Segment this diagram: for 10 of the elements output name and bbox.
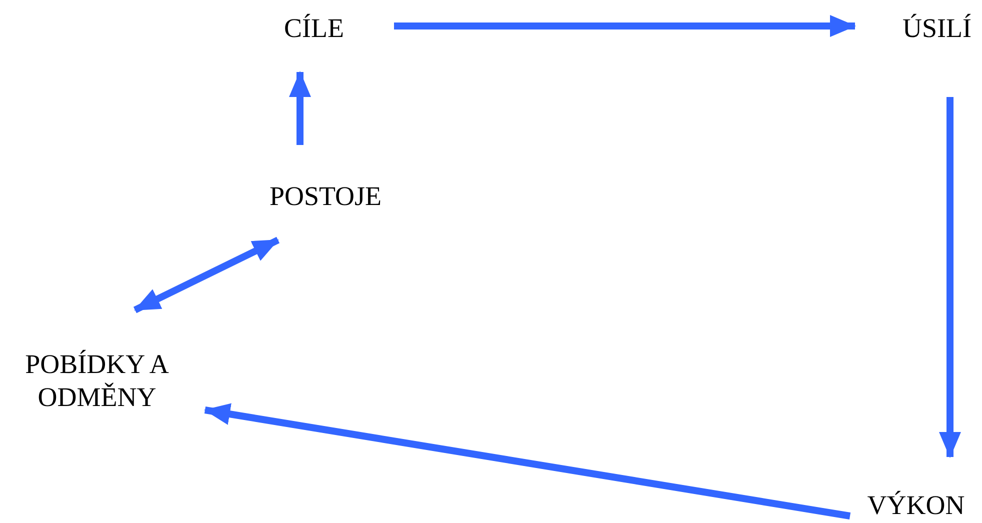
concept-label: VÝKON — [866, 489, 966, 522]
arrow — [394, 15, 856, 37]
concept-label: ÚSILÍ — [902, 12, 972, 45]
arrow — [939, 97, 961, 458]
arrow — [204, 403, 851, 520]
concept-label: POSTOJE — [268, 180, 383, 213]
concept-label: POBÍDKY A ODMĚNY — [24, 348, 170, 414]
arrow — [133, 236, 280, 314]
arrow — [289, 71, 311, 145]
concept-label: CÍLE — [283, 12, 345, 45]
